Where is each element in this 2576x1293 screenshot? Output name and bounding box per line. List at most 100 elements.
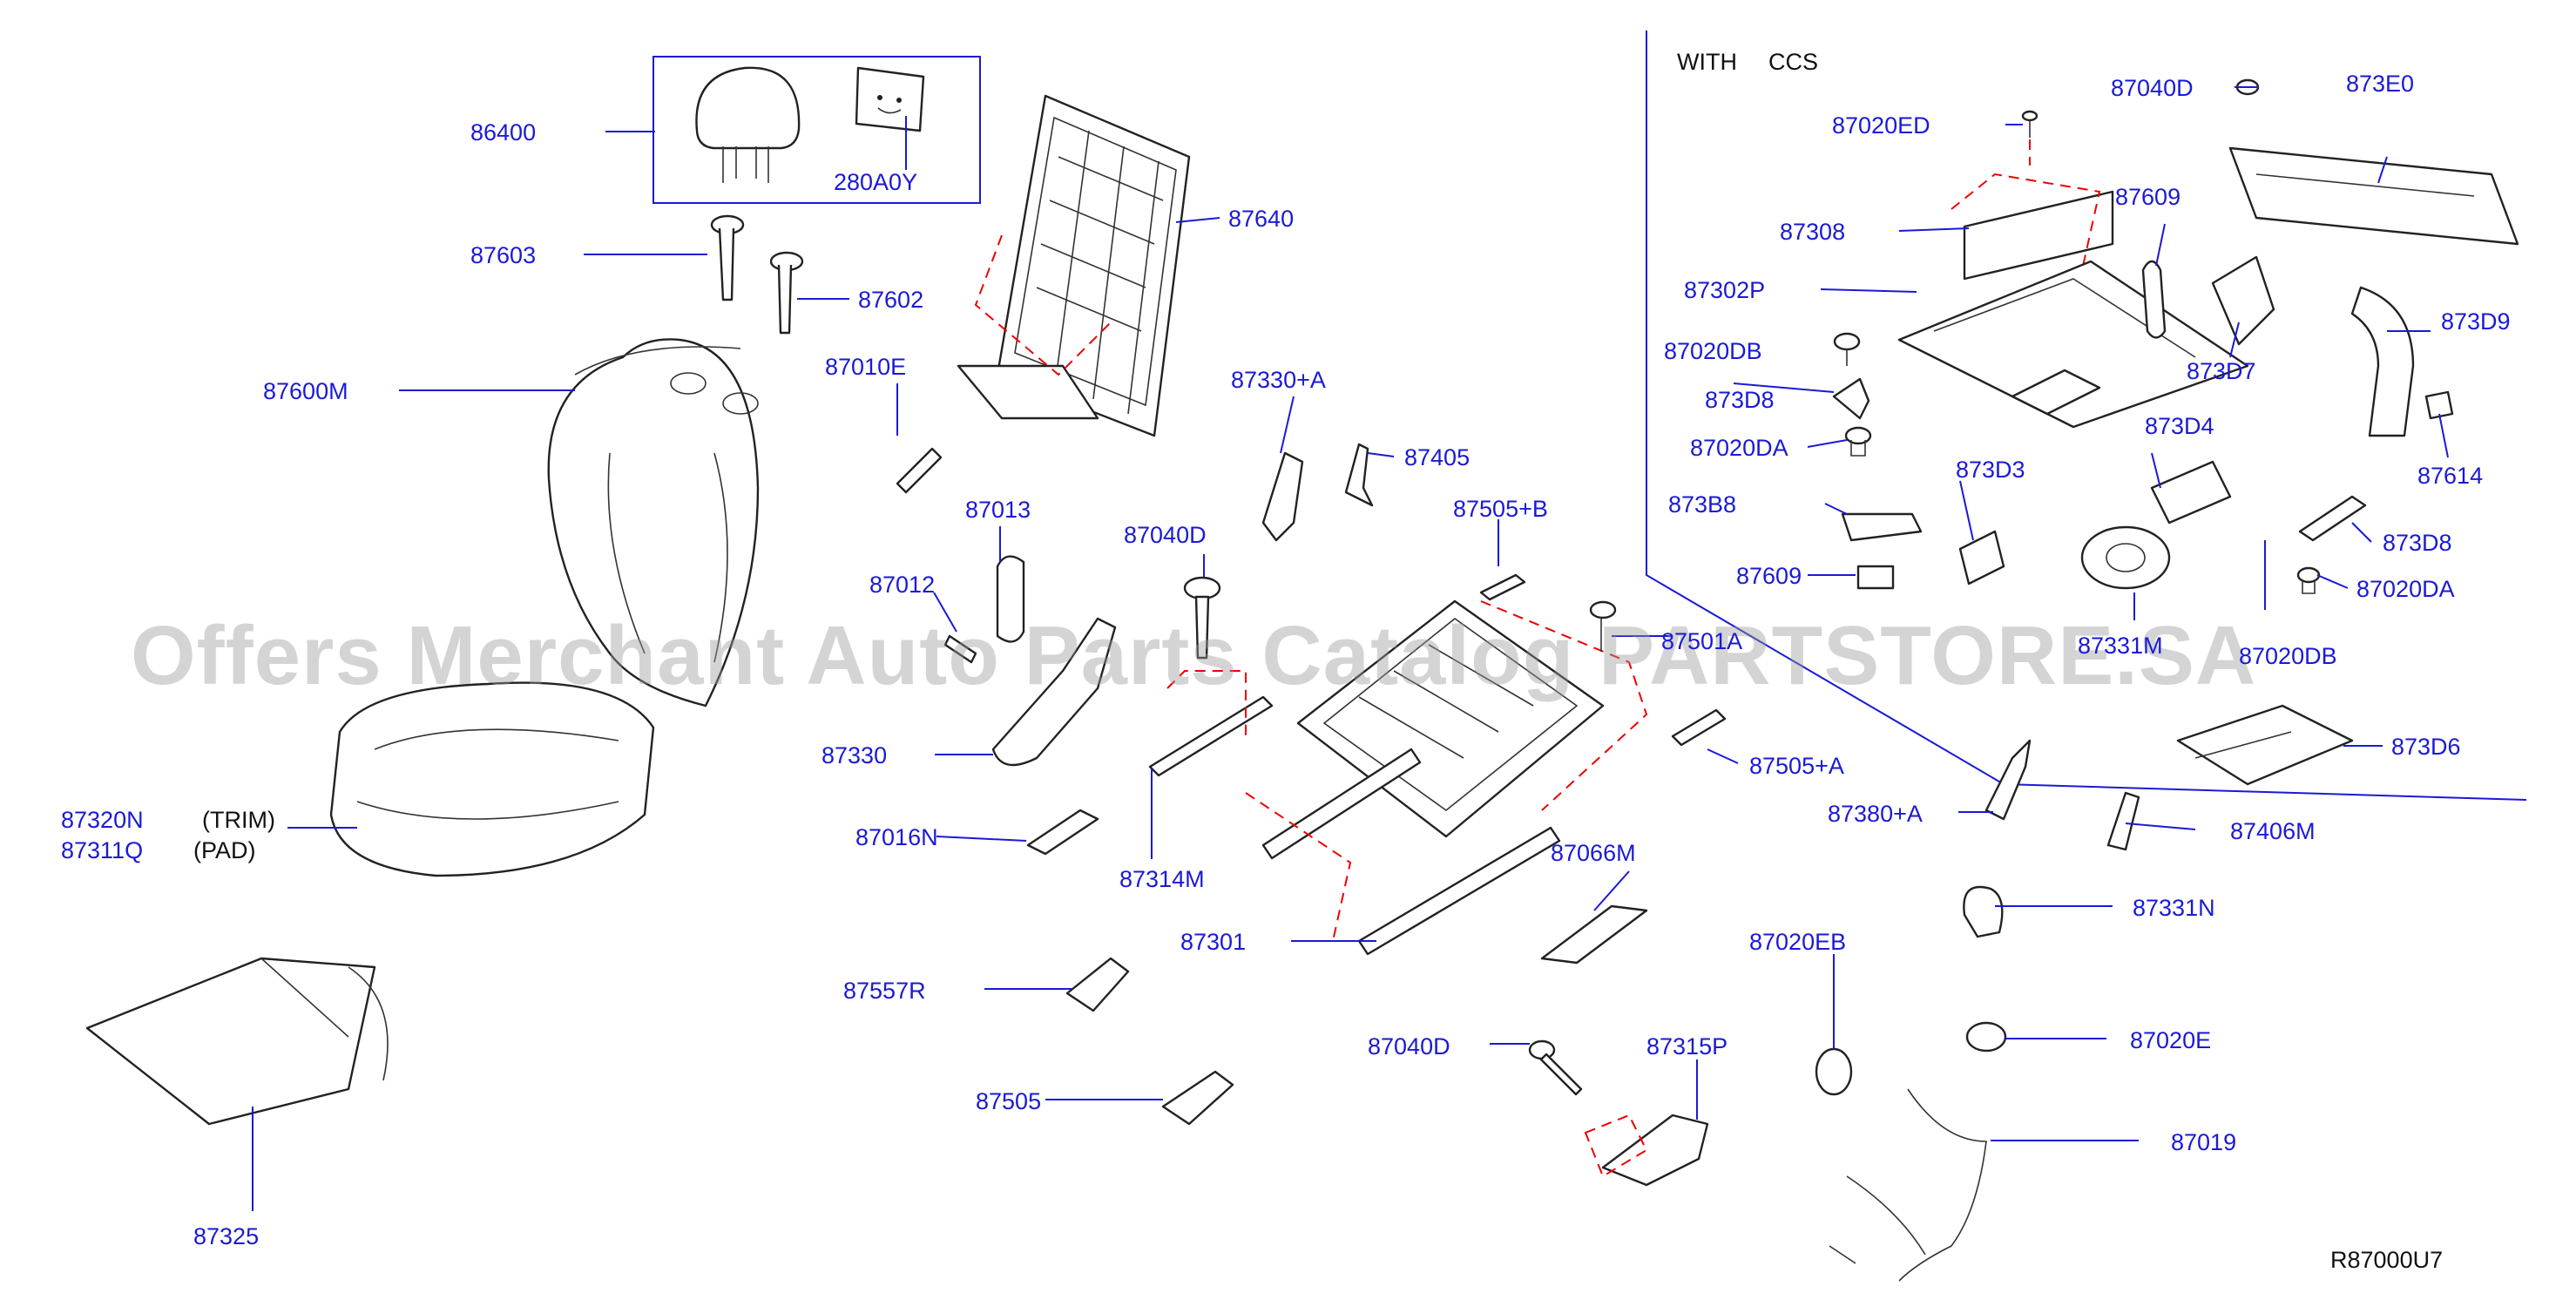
callout-87020DB-left[interactable]: 87020DB [1664,338,1762,364]
callout-87010E[interactable]: 87010E [825,354,906,380]
blower-87331M-illustration [2080,525,2171,590]
plate-87308-illustration [1963,190,2114,281]
callout-87609-upper[interactable]: 87609 [2115,184,2180,210]
callout-87040D-lower[interactable]: 87040D [1368,1033,1450,1059]
headrest-guide-illustration [710,214,804,335]
callout-873D8-right[interactable]: 873D8 [2383,530,2452,556]
blower-873D7-illustration [2211,255,2275,346]
cover-87016N-illustration [1026,809,1099,856]
callout-873E0[interactable]: 873E0 [2346,71,2414,97]
pad-87614-illustration [2424,390,2454,420]
callout-87302P[interactable]: 87302P [1684,277,1765,303]
phantom-line-seatback [974,234,1112,376]
callout-873D6[interactable]: 873D6 [2391,734,2461,760]
callout-87314M[interactable]: 87314M [1119,866,1205,892]
callout-87505[interactable]: 87505 [976,1088,1041,1114]
ccs-section-border [1646,30,2527,801]
callout-87020EB[interactable]: 87020EB [1749,929,1846,955]
callout-87066M[interactable]: 87066M [1551,840,1636,866]
callout-87614[interactable]: 87614 [2417,463,2483,489]
callout-86400[interactable]: 86400 [470,119,536,146]
headrest-group-box [652,56,981,204]
clip-873D8-illustration [1832,377,1870,420]
callout-87020DA-left[interactable]: 87020DA [1690,435,1788,461]
callout-87557R[interactable]: 87557R [843,978,926,1004]
watermark-text: Offers Merchant Auto Parts Catalog PARTS… [131,609,2256,702]
callout-87505A[interactable]: 87505+A [1749,753,1844,779]
callout-87331M[interactable]: 87331M [2078,633,2163,659]
callout-87311Q[interactable]: 87311Q [61,837,143,863]
seat-frame-87301-illustration [1261,599,1605,956]
section-header-ccs: CCS [1768,49,1818,75]
bolt-87020DB-illustration [1833,332,1861,366]
callout-87600M[interactable]: 87600M [263,378,348,404]
callout-87609-lower[interactable]: 87609 [1736,563,1802,589]
callout-87406M[interactable]: 87406M [2230,818,2316,844]
callout-87301[interactable]: 87301 [1180,929,1246,955]
bolt-87501A-illustration [1589,600,1617,652]
screw-87040D-illustration [1183,576,1221,660]
callout-87501A[interactable]: 87501A [1661,628,1742,654]
bracket-87406M-illustration [2106,791,2140,851]
callout-873D4[interactable]: 873D4 [2145,413,2214,439]
callout-87013[interactable]: 87013 [965,497,1031,523]
headrest-illustration [695,66,801,183]
callout-87308[interactable]: 87308 [1780,219,1845,245]
duct-87609-illustration [1856,565,1895,590]
callout-87330A[interactable]: 87330+A [1231,367,1326,393]
callout-87405[interactable]: 87405 [1404,444,1470,470]
cover-87315P-illustration [1601,1114,1709,1187]
clamp-87020E-illustration [1965,1021,2007,1053]
callout-87320N[interactable]: 87320N [61,807,144,833]
callout-87603[interactable]: 87603 [470,242,536,268]
callout-87330[interactable]: 87330 [821,742,887,768]
callout-873B8[interactable]: 873B8 [1668,491,1736,518]
callout-87012[interactable]: 87012 [869,572,935,598]
label-card-illustration [855,66,925,132]
clip-87505-illustration [1161,1070,1234,1126]
callout-87016N[interactable]: 87016N [855,824,938,850]
callout-873D3[interactable]: 873D3 [1956,457,2025,483]
phantom-line-87308 [1951,139,2101,271]
bolt-87010E-illustration [896,447,943,494]
callout-873D9[interactable]: 873D9 [2441,308,2511,335]
callout-87020E[interactable]: 87020E [2130,1027,2211,1053]
callout-873D8-left[interactable]: 873D8 [1705,387,1775,413]
diagram-code: R87000U7 [2330,1247,2443,1273]
screw-87020ED-illustration [2021,110,2038,138]
knob-87012-illustration [943,634,977,664]
bracket-87302P-illustration [1897,260,2249,429]
callout-873D7[interactable]: 873D7 [2187,358,2256,384]
clip-87505A-illustration [1671,708,1727,747]
cover-87331N-illustration [1963,885,2004,938]
callout-87315P[interactable]: 87315P [1646,1033,1727,1059]
callout-87602[interactable]: 87602 [858,287,923,313]
callout-87380A[interactable]: 87380+A [1828,801,1923,827]
phantom-line-seatframe [1245,600,1648,942]
side-cover-87330-illustration [991,617,1117,767]
callout-87331N[interactable]: 87331N [2133,895,2215,921]
callout-87505B[interactable]: 87505+B [1453,496,1548,522]
callout-87040D-ccs[interactable]: 87040D [2111,75,2194,101]
clamp-87020EB-illustration [1815,1047,1853,1096]
duct-873D3-illustration [1958,530,2005,586]
callout-280A0Y[interactable]: 280A0Y [834,169,917,195]
clip-87557R-illustration [1065,957,1130,1012]
callout-87019[interactable]: 87019 [2171,1129,2236,1155]
callout-87325[interactable]: 87325 [193,1223,259,1249]
callout-87040D-upper[interactable]: 87040D [1124,522,1207,548]
callout-87640[interactable]: 87640 [1228,206,1294,232]
note-trim: (TRIM) [202,807,275,833]
nut-87020DA-right-illustration [2296,566,2321,594]
rail-87314M-illustration [1148,695,1274,777]
callout-87020ED[interactable]: 87020ED [1832,112,1930,139]
seatback-frame-illustration [957,94,1191,437]
harness-87019-illustration [1829,1088,1987,1282]
seat-back-illustration [547,338,760,707]
callout-87020DA-right[interactable]: 87020DA [2356,576,2455,602]
bracket-87405-illustration [1344,443,1374,507]
callout-87020DB-right[interactable]: 87020DB [2239,643,2337,669]
duct-873D4-illustration [2150,460,2232,525]
duct-873B8-illustration [1841,512,1923,542]
